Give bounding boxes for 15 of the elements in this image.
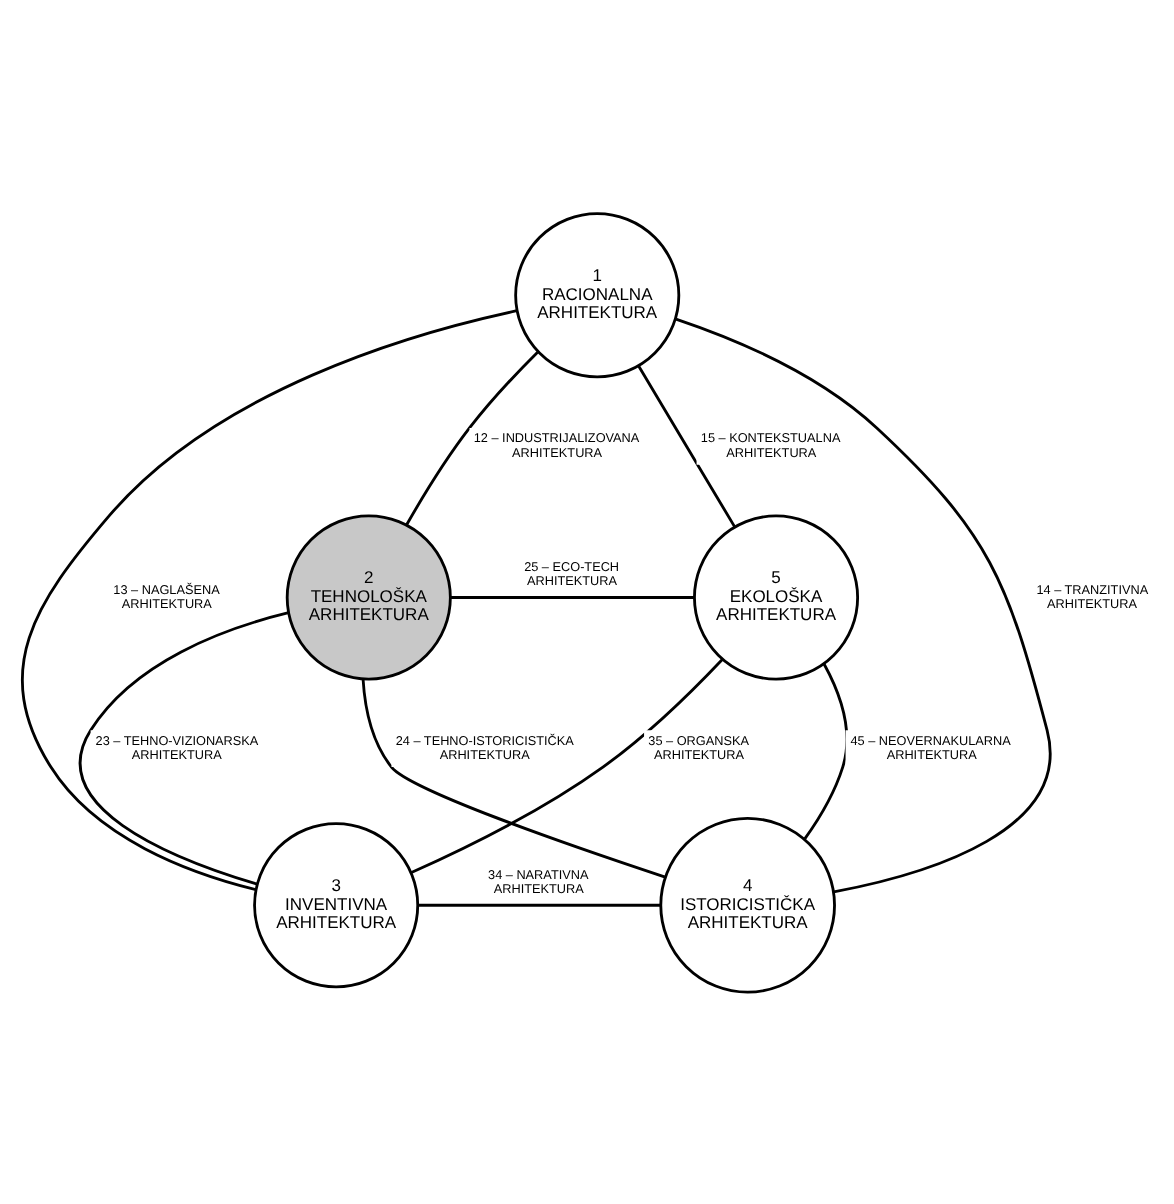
connector bbox=[361, 678, 666, 878]
node-circle: 1 RACIONALNA ARHITEKTURA bbox=[514, 211, 681, 378]
connector bbox=[410, 657, 724, 873]
connector bbox=[675, 316, 1052, 893]
connector bbox=[803, 662, 849, 839]
node-circle: 5 EKOLOŠKA ARHITEKTURA bbox=[693, 513, 860, 680]
connector bbox=[637, 364, 736, 527]
connector bbox=[405, 350, 539, 525]
connector bbox=[21, 308, 518, 890]
connector bbox=[417, 902, 661, 906]
node-circle: 3 INVENTIVNA ARHITEKTURA bbox=[253, 821, 420, 988]
node-circle: 2 TEHNOLOŠKA ARHITEKTURA bbox=[285, 513, 452, 680]
node-circle: 4 ISTORICISTIČKA ARHITEKTURA bbox=[659, 815, 836, 993]
connector bbox=[450, 595, 695, 598]
connector bbox=[79, 610, 289, 885]
